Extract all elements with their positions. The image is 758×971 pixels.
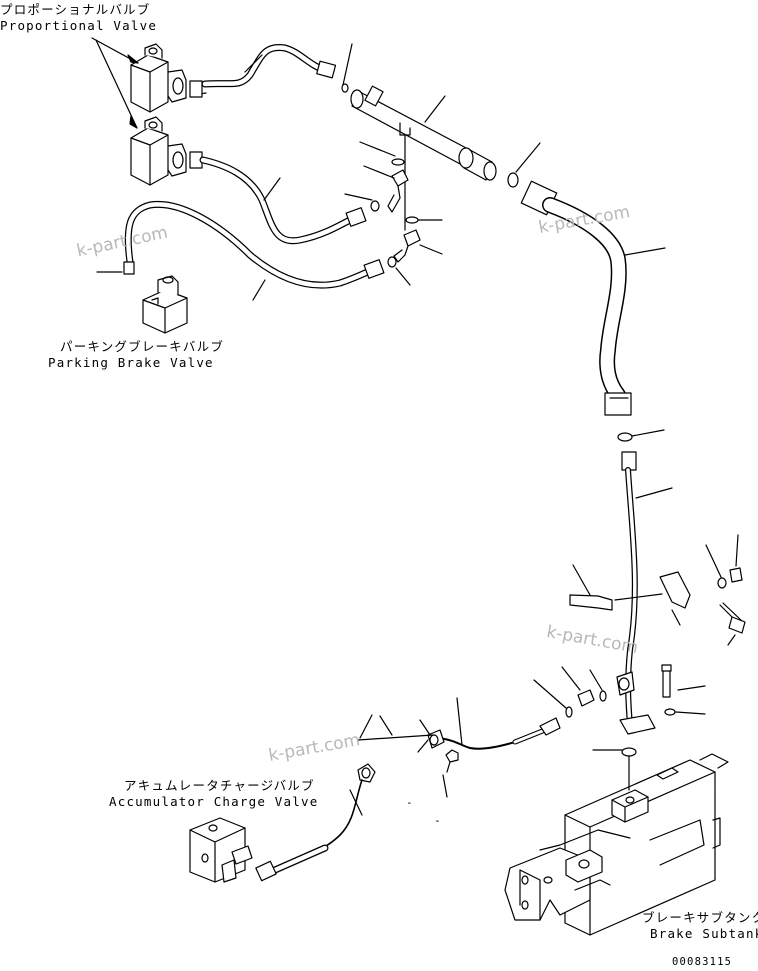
accumulator-hose: [256, 780, 362, 881]
lower-pipe: [593, 452, 672, 756]
tee-manifold: [342, 44, 496, 230]
clamp-bracket: [570, 535, 745, 645]
accumulator-clamps: [358, 715, 458, 797]
proportional-valve-label-en: Proportional Valve: [0, 18, 158, 33]
brake-subtank-label-jp: ブレーキサブタンク: [642, 910, 758, 925]
parking-brake-valve-label-jp: パーキングブレーキバルブ: [60, 339, 225, 354]
accumulator-charge-valve-label-jp: アキュムレータチャージバルブ: [124, 778, 315, 793]
accumulator-charge-valve-label-en: Accumulator Charge Valve: [109, 794, 319, 809]
main-vertical-hose: [521, 181, 665, 441]
parking-brake-valve: [143, 276, 187, 333]
proportional-valve-upper: [131, 44, 186, 112]
label-arrows-proportional: [92, 38, 138, 128]
proportional-valve-label-jp: プロポーショナルバルブ: [0, 2, 151, 17]
drawing-number: 00083115: [672, 956, 733, 968]
accumulator-charge-valve: [190, 818, 252, 882]
brake-subtank: [505, 754, 728, 935]
dash-mark-1: -: [406, 796, 413, 809]
small-fittings-tee: [345, 142, 442, 285]
accumulator-tube: [438, 698, 560, 749]
parking-brake-hose: [97, 204, 384, 300]
hose-lower: [190, 152, 366, 241]
bolt-spacer: [617, 665, 705, 715]
o-ring-right: [508, 143, 540, 187]
proportional-valve-lower: [131, 117, 186, 185]
dash-mark-2: -: [434, 814, 441, 827]
parking-brake-valve-label-en: Parking Brake Valve: [48, 355, 214, 370]
center-fittings: [534, 667, 606, 717]
brake-subtank-label-en: Brake Subtank: [650, 926, 758, 941]
hose-upper: [190, 47, 336, 97]
